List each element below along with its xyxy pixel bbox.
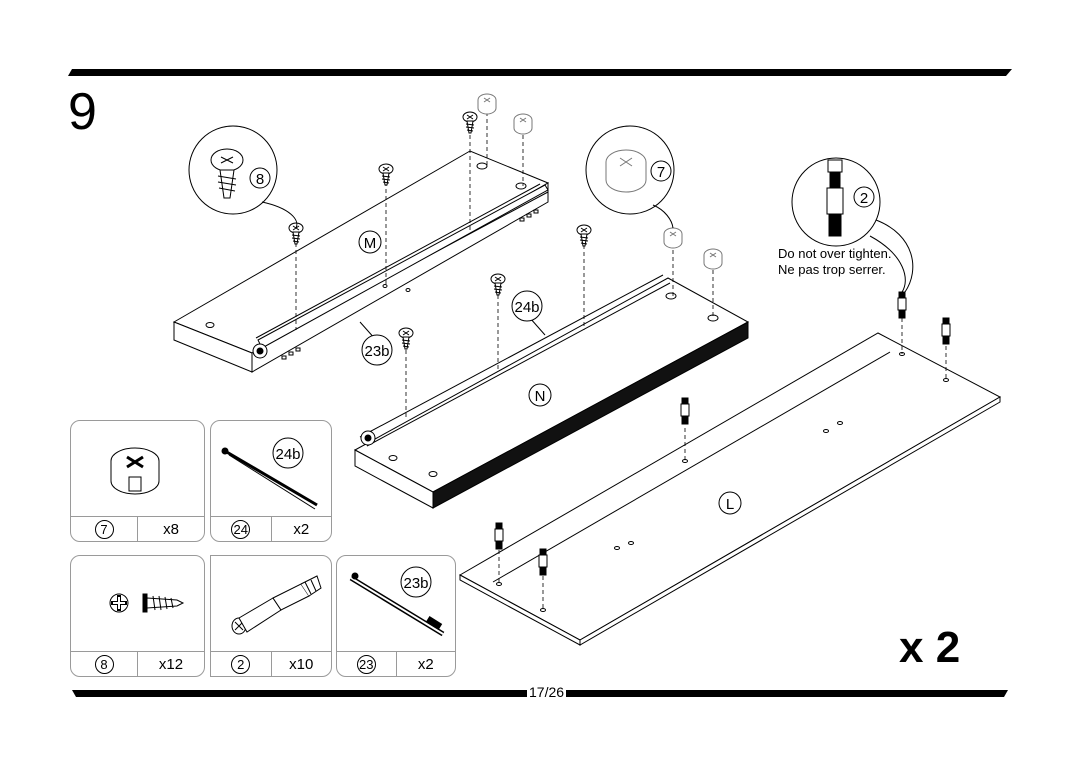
part-id: 24 — [231, 519, 251, 539]
callout-cam — [585, 125, 675, 229]
note-french: Ne pas trop serrer. — [778, 262, 886, 277]
page-number: 17/26 — [527, 684, 567, 700]
part-id: 2 — [231, 654, 251, 674]
callout-cam-number: 7 — [657, 164, 665, 181]
label-n: N — [535, 388, 546, 405]
part-id: 23 — [356, 654, 376, 674]
cam-dowel-icon — [231, 575, 322, 635]
label-l: L — [726, 496, 734, 513]
part-card-23: 23b 23 x2 — [336, 555, 456, 677]
screw-icon — [109, 593, 185, 613]
step-number: 9 — [68, 83, 97, 141]
part-id: 7 — [94, 519, 114, 539]
panel-l — [458, 332, 1002, 646]
part-card-8: 8 x12 — [70, 555, 205, 677]
cam-lock-icon — [110, 447, 160, 495]
part-tag-23b: 23b — [403, 575, 428, 592]
panel-n — [353, 274, 750, 509]
part-tag-24b: 24b — [275, 446, 300, 463]
label-24b: 24b — [514, 299, 539, 316]
label-23b: 23b — [364, 343, 389, 360]
note-english: Do not over tighten. — [778, 246, 892, 261]
part-qty: x2 — [270, 517, 332, 541]
screw-icons — [288, 111, 592, 350]
drawer-slide-icon: 24b — [221, 437, 318, 510]
panel-m — [172, 150, 550, 373]
callout-dowel-number: 2 — [860, 190, 868, 207]
part-card-7: 7 x8 — [70, 420, 205, 542]
part-qty: x8 — [137, 517, 204, 541]
callout-screw-number: 8 — [256, 171, 264, 188]
cam-lock-icons — [477, 93, 723, 270]
part-card-2: 2 x10 — [210, 555, 332, 677]
part-qty: x12 — [137, 652, 204, 676]
part-qty: x2 — [395, 652, 456, 676]
part-qty: x10 — [270, 652, 332, 676]
part-card-24: 24b 24 x2 — [210, 420, 332, 542]
part-id: 8 — [94, 654, 114, 674]
drawer-slide-icon: 23b — [349, 566, 445, 637]
assembly-multiplier: x 2 — [899, 623, 961, 672]
cam-dowel-icons — [494, 291, 951, 576]
label-m: M — [364, 235, 377, 252]
callout-dowel — [791, 157, 914, 293]
callout-screw — [188, 125, 298, 229]
